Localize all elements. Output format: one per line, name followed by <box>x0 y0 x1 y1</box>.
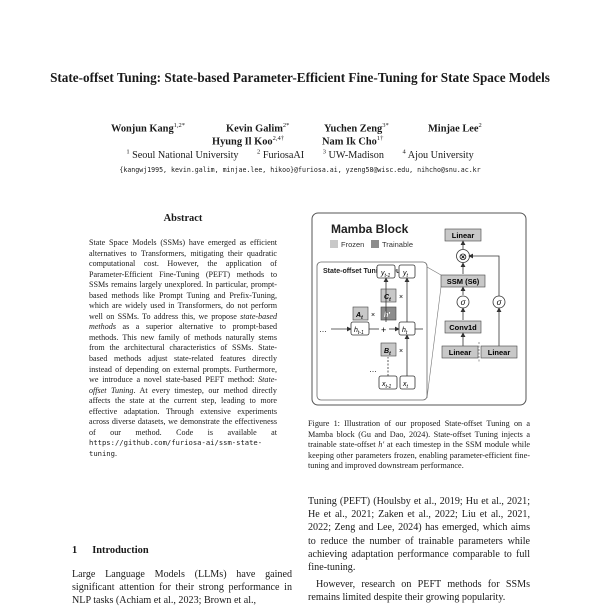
linear-right <box>480 345 518 359</box>
node-h-prev <box>350 321 370 336</box>
linear-left <box>441 345 479 359</box>
paragraph: Tuning (PEFT) (Houlsby et al., 2019; Hu … <box>308 496 530 574</box>
svg-text:⊗: ⊗ <box>459 252 467 263</box>
svg-text:xt: xt <box>402 381 409 390</box>
paragraph: However, research on PEFT methods for SS… <box>308 579 530 604</box>
affiliation: 4 Ajou University <box>402 149 474 162</box>
times-sign-b: × <box>399 348 403 355</box>
node-h-prime <box>380 306 397 321</box>
svg-text:σ: σ <box>461 298 467 307</box>
intro-body: Large Language Models (LLMs) have gained… <box>72 569 292 607</box>
code-link[interactable]: https://github.com/furiosa-ai/ssm-state-… <box>89 438 263 458</box>
svg-text:yt-1: yt-1 <box>380 270 391 279</box>
right-column-body: Tuning (PEFT) (Houlsby et al., 2019; Hu … <box>308 495 530 605</box>
mamba-block-title: Mamba Block <box>331 222 409 236</box>
dots-left: … <box>319 325 327 334</box>
dots-bottom: … <box>369 365 377 374</box>
author: Kevin Galim2* <box>226 122 290 135</box>
legend-frozen-swatch <box>330 240 338 248</box>
svg-text:Linear: Linear <box>449 348 472 357</box>
svg-text:ht-1: ht-1 <box>354 327 364 336</box>
svg-text:h′: h′ <box>384 312 390 319</box>
affiliation: 1 Seoul National University <box>126 149 239 162</box>
paper-title: State-offset Tuning: State-based Paramet… <box>50 70 550 85</box>
figure-caption: Figure 1: Illustration of our proposed S… <box>308 419 530 471</box>
svg-text:σ: σ <box>497 298 503 307</box>
times-sign-c: × <box>399 294 403 301</box>
svg-text:Ct: Ct <box>384 294 391 303</box>
legend-trainable-label: Trainable <box>382 240 413 249</box>
abstract-body: State Space Models (SSMs) have emerged a… <box>89 238 277 458</box>
abstract-heading: Abstract <box>163 213 203 224</box>
svg-text:ht: ht <box>402 327 408 336</box>
author: Minjae Lee2 <box>428 122 482 135</box>
figure-1: Mamba Block Frozen Trainable State-offse… <box>311 212 529 408</box>
node-x-cur <box>399 375 416 390</box>
node-b <box>380 342 397 357</box>
author: Nam Ik Cho1† <box>322 135 384 148</box>
author: Yuchen Zeng3* <box>324 122 389 135</box>
svg-text:SSM (S6): SSM (S6) <box>447 277 480 286</box>
node-c <box>380 288 397 303</box>
svg-text:Conv1d: Conv1d <box>449 323 477 332</box>
node-a <box>352 306 369 321</box>
svg-text:xt-1: xt-1 <box>381 381 392 390</box>
svg-text:Bt: Bt <box>384 348 391 357</box>
svg-text:At: At <box>355 312 363 321</box>
times-sign-a: × <box>371 312 375 319</box>
plus-sign: + <box>381 325 386 335</box>
author-emails: {kangwj1995, kevin.galim, minjae.lee, hi… <box>119 166 481 174</box>
svg-text:Linear: Linear <box>488 348 511 357</box>
affiliation: 3 UW-Madison <box>322 149 384 162</box>
svg-text:yt: yt <box>402 270 409 279</box>
legend-trainable-swatch <box>371 240 379 248</box>
svg-text:Linear: Linear <box>452 231 475 240</box>
affiliations: 1 Seoul National University 2 FuriosaAI … <box>40 149 560 161</box>
author: Hyung Il Koo2,4† <box>212 135 285 148</box>
legend-frozen-label: Frozen <box>341 240 364 249</box>
state-offset-panel <box>316 261 428 401</box>
state-offset-panel-title: State-offset Tuning (Ours) <box>323 268 409 275</box>
author: Wonjun Kang1,2* <box>111 122 186 135</box>
affiliation: 2 FuriosaAI <box>257 149 305 162</box>
